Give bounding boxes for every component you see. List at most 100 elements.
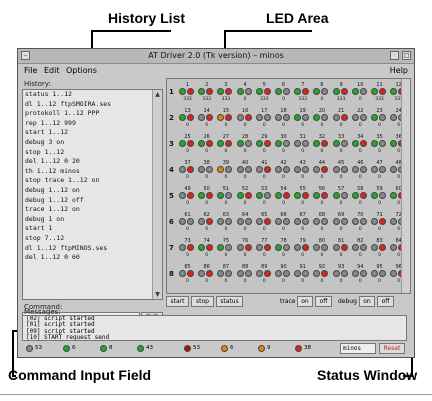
- host-field[interactable]: minos: [340, 343, 376, 354]
- debug-off-button[interactable]: off: [377, 296, 394, 307]
- history-scrollbar[interactable]: ▲ ▼: [152, 90, 162, 299]
- message-log[interactable]: [02] script started[01] script started[0…: [22, 315, 407, 341]
- menu-file[interactable]: File: [24, 66, 38, 75]
- history-item[interactable]: dl 1..12 ftpMINOS.ses: [25, 243, 108, 252]
- led-scrollbar[interactable]: [401, 79, 410, 293]
- history-item[interactable]: start 1..12: [25, 128, 69, 137]
- history-item[interactable]: debug 3 on: [25, 137, 65, 146]
- scroll-down-icon[interactable]: ▼: [155, 291, 160, 298]
- debug-on-button[interactable]: on: [359, 296, 375, 307]
- history-item[interactable]: del 1..12 0 20: [25, 157, 80, 166]
- window-menu-icon[interactable]: –: [21, 51, 30, 60]
- history-item[interactable]: stop 7..12: [25, 233, 65, 242]
- history-item[interactable]: rep 1..12 999: [25, 118, 76, 127]
- menu-edit[interactable]: Edit: [44, 66, 60, 75]
- trace-off-button[interactable]: off: [315, 296, 332, 307]
- start-button[interactable]: start: [166, 296, 189, 307]
- maximize-icon[interactable]: □: [402, 51, 411, 60]
- history-item[interactable]: del 1..12 0 60: [25, 253, 80, 262]
- history-item[interactable]: status 1..12: [25, 90, 72, 98]
- history-item[interactable]: dl 1..12 ftpSMOIRA.ses: [25, 99, 112, 108]
- history-item[interactable]: trace 1..12 on: [25, 205, 80, 214]
- history-item[interactable]: stop 1..12: [25, 147, 65, 156]
- history-item[interactable]: debug 1 on: [25, 214, 65, 223]
- history-item[interactable]: debug 1..12 off: [25, 195, 84, 204]
- history-item[interactable]: start 1: [25, 224, 53, 233]
- minimize-icon[interactable]: ·: [390, 51, 399, 60]
- stop-button[interactable]: stop: [191, 296, 214, 307]
- history-item[interactable]: th 1..12 minos: [25, 166, 80, 175]
- menu-options[interactable]: Options: [66, 66, 97, 75]
- history-item[interactable]: stop trace 1..12 on: [25, 176, 100, 185]
- title-bar[interactable]: – AT Driver 2.0 (Tk version) – minos · □: [18, 49, 414, 64]
- trace-on-button[interactable]: on: [297, 296, 313, 307]
